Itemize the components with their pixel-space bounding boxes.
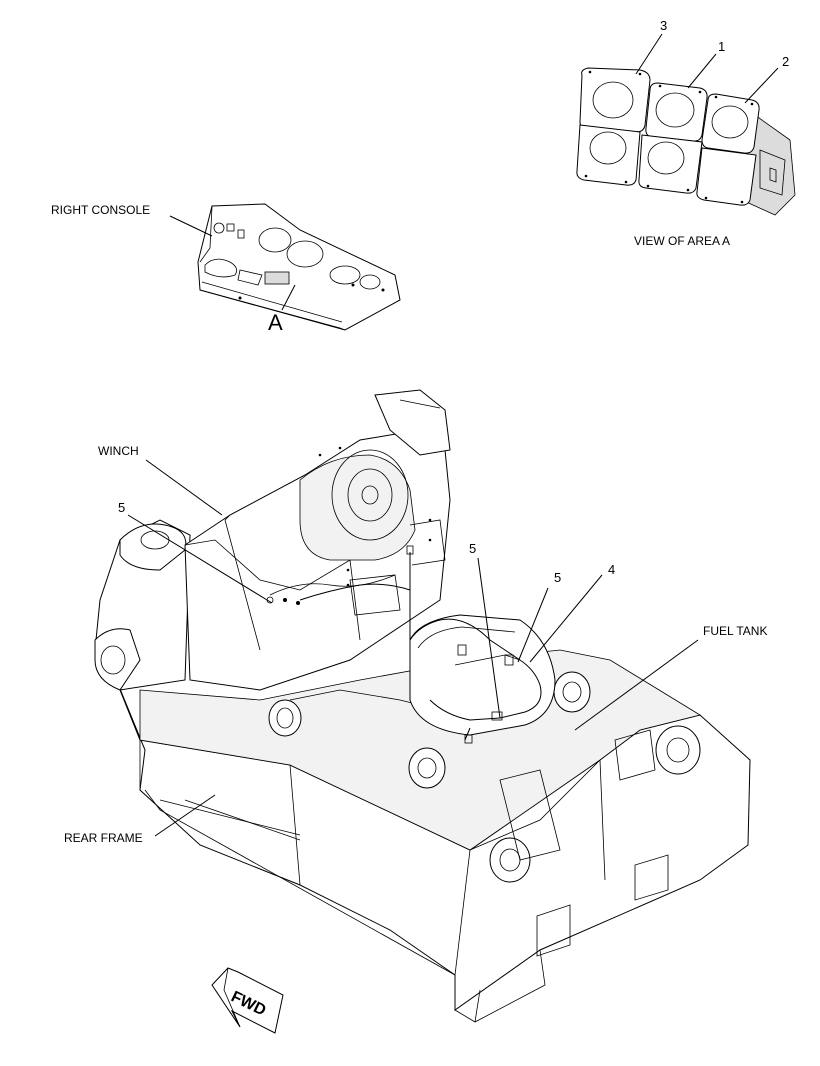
callout-5-right-leader <box>517 587 549 663</box>
callout-1: 1 <box>718 39 725 54</box>
callout-5-left-leader <box>127 514 273 604</box>
switch-panel-detail <box>576 33 796 216</box>
view-of-area-a-label: VIEW OF AREA A <box>634 234 730 248</box>
wiring-harness <box>299 545 542 744</box>
callout-2: 2 <box>782 54 789 69</box>
callout-5-mid: 5 <box>469 541 476 556</box>
callout-3: 3 <box>660 18 667 33</box>
right-console-illustration <box>169 203 401 331</box>
winch-leader <box>145 459 223 516</box>
callout-5-mid-leader <box>477 557 501 719</box>
area-a-label: A <box>268 310 283 335</box>
callout-5-left: 5 <box>118 500 125 515</box>
callout-4-leader <box>529 574 603 663</box>
fuel-tank-label: FUEL TANK <box>703 624 767 638</box>
winch-illustration <box>184 389 451 691</box>
right-console-label: RIGHT CONSOLE <box>51 203 150 217</box>
rear-frame-illustration <box>94 519 751 1023</box>
callout-4: 4 <box>608 562 615 577</box>
winch-label: WINCH <box>98 444 139 458</box>
fuel-tank-leader <box>574 639 699 731</box>
callout-5-right: 5 <box>554 570 561 585</box>
rear-frame-label: REAR FRAME <box>64 831 143 845</box>
fwd-arrow-icon: FWD <box>211 967 284 1034</box>
rear-frame-leader <box>154 794 216 837</box>
